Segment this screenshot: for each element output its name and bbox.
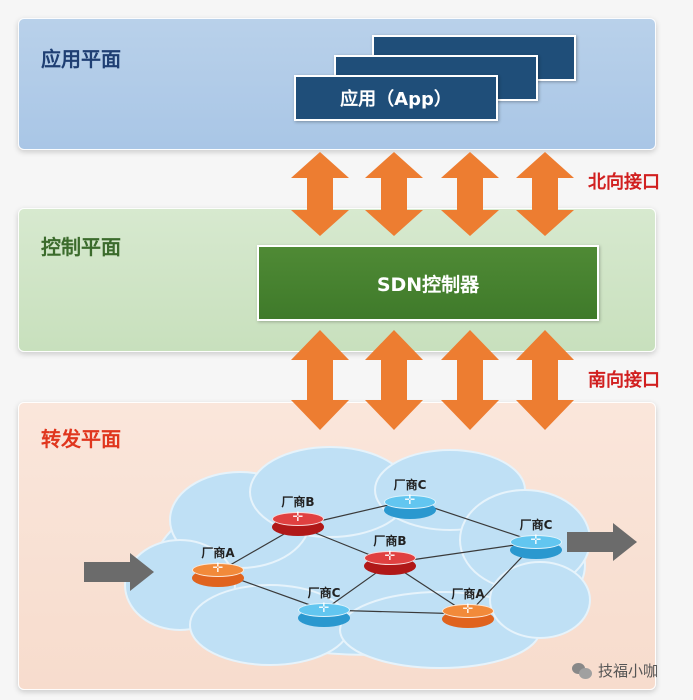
router-label: 厂商C: [307, 586, 341, 600]
router-icon: [510, 533, 562, 559]
router-vendor-c-top: 厂商C: [384, 476, 436, 519]
northbound-interface-label: 北向接口: [588, 172, 660, 193]
router-vendor-a-left: 厂商A: [192, 544, 244, 587]
router-vendor-b-left: 厂商B: [272, 493, 324, 536]
router-vendor-c-bottom: 厂商C: [298, 584, 350, 627]
watermark: 技福小咖: [572, 660, 658, 681]
router-label: 厂商A: [451, 587, 485, 601]
sdn-controller-box: SDN控制器: [257, 245, 599, 321]
application-plane-title: 应用平面: [41, 47, 121, 71]
control-plane: 控制平面 SDN控制器: [18, 208, 656, 352]
watermark-text: 技福小咖: [598, 662, 659, 680]
southbound-arrow-2: [365, 330, 423, 430]
router-icon: [272, 510, 324, 536]
application-plane: 应用平面 应用（App）: [18, 18, 656, 150]
router-icon: [192, 561, 244, 587]
router-label: 厂商A: [201, 546, 235, 560]
router-vendor-a-bottom: 厂商A: [442, 585, 494, 628]
egress-flow-arrow: [567, 523, 637, 561]
northbound-arrow-3: [441, 152, 499, 236]
router-icon: [384, 493, 436, 519]
northbound-arrow-4: [516, 152, 574, 236]
forwarding-plane-title: 转发平面: [41, 427, 121, 451]
southbound-interface-label: 南向接口: [588, 370, 660, 391]
router-label: 厂商B: [281, 495, 315, 509]
router-label: 厂商C: [519, 518, 553, 532]
router-vendor-c-right: 厂商C: [510, 516, 562, 559]
router-icon: [298, 601, 350, 627]
southbound-arrow-1: [291, 330, 349, 430]
control-plane-title: 控制平面: [41, 235, 121, 259]
wechat-icon: [572, 662, 592, 679]
northbound-arrow-1: [291, 152, 349, 236]
router-label: 厂商B: [373, 534, 407, 548]
southbound-arrow-3: [441, 330, 499, 430]
app-card-front: 应用（App）: [294, 75, 498, 121]
router-label: 厂商C: [393, 478, 427, 492]
router-vendor-b-center: 厂商B: [364, 532, 416, 575]
ingress-flow-arrow: [84, 553, 154, 591]
southbound-arrow-4: [516, 330, 574, 430]
router-icon: [442, 602, 494, 628]
router-icon: [364, 549, 416, 575]
northbound-arrow-2: [365, 152, 423, 236]
